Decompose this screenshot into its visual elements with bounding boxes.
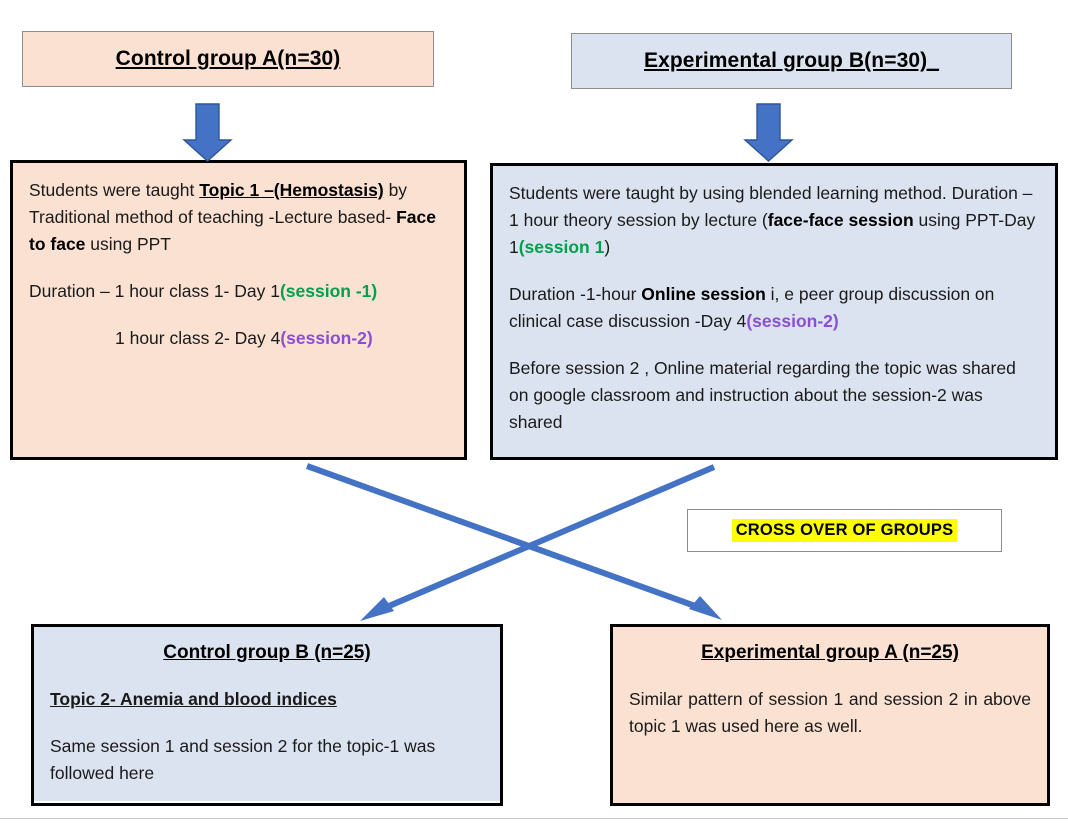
- crossover-label-box: CROSS OVER OF GROUPS: [687, 509, 1002, 552]
- content-box-experimental-group-b: Students were taught by using blended le…: [490, 163, 1058, 460]
- header-box-control-group-a: Control group A(n=30): [22, 31, 434, 87]
- bottom-right-title-line: Experimental group A (n=25): [629, 639, 1031, 666]
- right-p2-part-a: Duration -1-hour: [509, 284, 642, 304]
- right-p1-part-b: using PPT-Day 1: [509, 210, 1036, 257]
- crossover-label-text: CROSS OVER OF GROUPS: [731, 519, 958, 542]
- left-paragraph-2: Duration – 1 hour class 1- Day 1(session…: [29, 278, 448, 305]
- left-p2-session-1: (session -1): [279, 281, 378, 301]
- right-p1-session-1: (session 1: [518, 237, 605, 257]
- crossover-arrow-right-to-left-icon: [360, 464, 716, 621]
- page-bottom-rule: [0, 818, 1068, 819]
- left-p1-topic: Topic 1 –(Hemostasis): [199, 180, 384, 200]
- left-p2-part-a: Duration – 1 hour class 1- Day 1: [29, 281, 280, 301]
- right-p2-part-b: i, e peer group discussion on clinical c…: [509, 284, 995, 331]
- right-paragraph-3: Before session 2 , Online material regar…: [509, 358, 1016, 432]
- content-box-control-group-a: Students were taught Topic 1 –(Hemostasi…: [10, 160, 467, 460]
- header-box-experimental-group-b: Experimental group B(n=30)_: [571, 33, 1012, 89]
- left-p3-part-a: 1 hour class 2- Day 4: [115, 328, 281, 348]
- bottom-left-subhead: Topic 2- Anemia and blood indices: [50, 689, 337, 709]
- left-p1-bold: Face to face: [29, 207, 436, 254]
- content-box-control-group-b: Control group B (n=25) Topic 2- Anemia a…: [31, 624, 503, 806]
- bottom-left-title-line: Control group B (n=25): [50, 639, 484, 666]
- content-box-experimental-group-a: Experimental group A (n=25) Similar patt…: [610, 624, 1050, 806]
- right-paragraph-1: Students were taught by using blended le…: [509, 180, 1039, 261]
- left-p3-session-2: (session-2): [280, 328, 373, 348]
- crossover-arrow-left-to-right-icon: [305, 463, 722, 620]
- left-p1-part-a: Students were taught: [29, 180, 200, 200]
- right-p1-part-a: Students were taught by using blended le…: [509, 183, 1033, 230]
- experimental-group-a-fill: Experimental group A (n=25) Similar patt…: [613, 627, 1047, 754]
- header-label-experimental-group-b: Experimental group B(n=30)_: [643, 49, 940, 72]
- bottom-right-title: Experimental group A (n=25): [701, 642, 959, 663]
- left-paragraph-1: Students were taught Topic 1 –(Hemostasi…: [29, 177, 448, 258]
- left-paragraph-3: 1 hour class 2- Day 4(session-2): [29, 325, 448, 352]
- header-label-control-group-a: Control group A(n=30): [115, 47, 341, 70]
- down-arrow-left-icon: [182, 103, 233, 162]
- bottom-left-body: Same session 1 and session 2 for the top…: [50, 736, 436, 783]
- right-p2-bold: Online session: [641, 284, 766, 304]
- right-p1-bold: face-face session: [767, 210, 914, 230]
- right-p2-session-2: (session-2): [746, 311, 839, 331]
- right-paragraph-2: Duration -1-hour Online session i, e pee…: [509, 281, 1039, 335]
- right-p1-part-c: ): [604, 237, 611, 257]
- bottom-left-title: Control group B (n=25): [163, 642, 371, 663]
- control-group-b-fill: Control group B (n=25) Topic 2- Anemia a…: [34, 627, 500, 801]
- left-p1-part-b: by Traditional method of teaching -Lectu…: [29, 180, 408, 227]
- down-arrow-right-icon: [743, 103, 794, 162]
- bottom-right-body: Similar pattern of session 1 and session…: [629, 689, 1031, 736]
- left-p1-part-c: using PPT: [85, 234, 172, 254]
